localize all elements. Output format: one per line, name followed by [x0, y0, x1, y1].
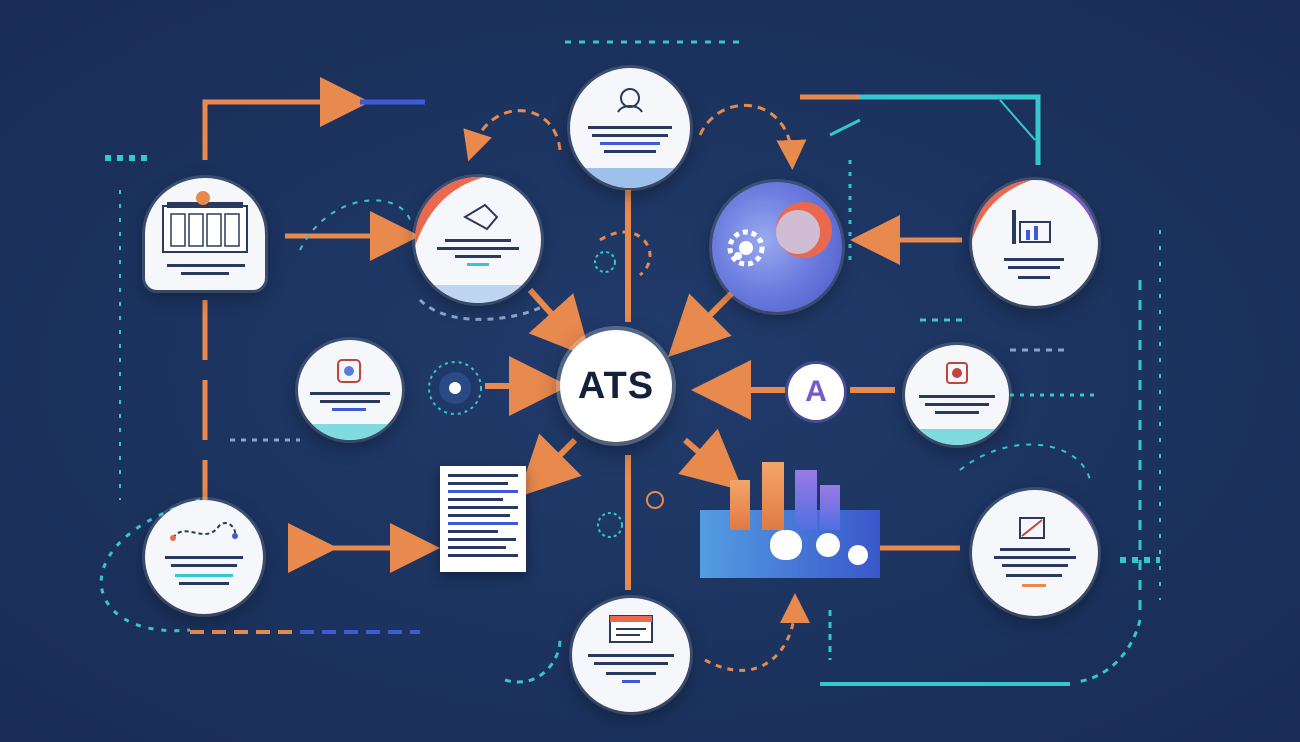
curve-bottom-right: [704, 593, 810, 672]
node-lower-right[interactable]: [972, 490, 1098, 616]
network-icon: [298, 359, 402, 440]
node-lower-left[interactable]: [145, 500, 263, 614]
curve-bottom-left: [504, 639, 562, 684]
curve-lower-right: [959, 443, 1091, 481]
person-icon: [570, 88, 690, 188]
network-icon: [905, 362, 1009, 445]
a-badge[interactable]: A: [788, 364, 844, 420]
misc-dashes: [105, 118, 1160, 563]
cog-lower: [597, 491, 664, 538]
node-mid-left[interactable]: [298, 340, 402, 440]
left-rails: [99, 190, 420, 634]
curve-arrow-top-right: [698, 103, 807, 170]
bar-chart-illustration: [700, 462, 960, 578]
node-upper-right[interactable]: [972, 180, 1098, 306]
resume-document[interactable]: [440, 466, 526, 572]
curve-arrow-top-left: [463, 109, 562, 162]
document-icon: [448, 474, 518, 557]
node-mid-right[interactable]: [905, 345, 1009, 445]
gear-icon: [727, 202, 832, 267]
cog-mid: [594, 230, 652, 277]
curve-left-dashed: [299, 199, 411, 251]
browser-icon: [588, 615, 674, 683]
connector-top-left: [202, 77, 425, 160]
node-top[interactable]: [570, 68, 690, 188]
right-rails: [820, 230, 1161, 686]
ats-hub[interactable]: ATS: [560, 330, 672, 442]
document-panel-icon: [162, 191, 248, 275]
node-upper-center-left[interactable]: [415, 177, 541, 303]
node-upper-left-card[interactable]: [145, 178, 265, 290]
a-badge-label: A: [805, 375, 827, 408]
cog-left: [428, 361, 482, 415]
chart-icon: [972, 180, 1098, 279]
node-bottom[interactable]: [572, 598, 690, 712]
route-icon: [165, 522, 243, 585]
ats-hub-label: ATS: [577, 364, 655, 407]
edit-icon: [994, 490, 1098, 587]
node-upper-center-right[interactable]: [712, 182, 842, 312]
connector-top-right: [800, 94, 1041, 165]
tag-icon: [415, 177, 541, 303]
